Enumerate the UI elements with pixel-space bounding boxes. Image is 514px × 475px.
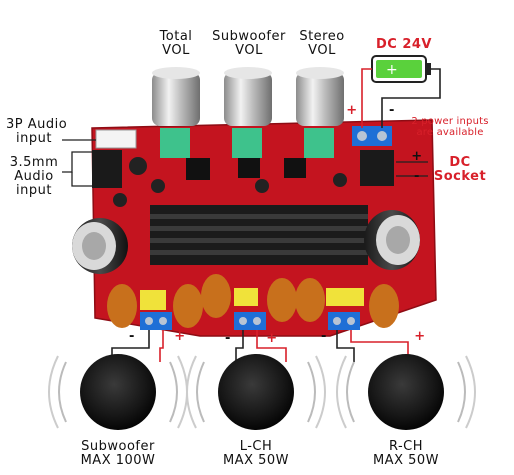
input-leads	[62, 139, 96, 187]
socket-plus-mark: +	[411, 149, 423, 164]
pot-base	[304, 128, 334, 158]
ic-chip	[284, 158, 306, 178]
power-wires	[361, 68, 441, 128]
knob-stereo[interactable]	[296, 67, 344, 126]
output-components	[107, 274, 399, 328]
capacitor-left	[72, 218, 128, 274]
capacitor-right	[364, 210, 420, 270]
speaker-terminal-right	[328, 312, 360, 330]
right-plus-mark: +	[414, 329, 426, 344]
power-plus-mark: +	[346, 103, 358, 118]
dc-socket-leads	[396, 161, 428, 177]
socket-minus-mark: -	[414, 169, 420, 184]
speaker-subwoofer	[48, 354, 188, 430]
dc-24v-label: DC 24V	[375, 37, 432, 52]
ic-chip	[186, 158, 210, 180]
3p-audio-connector	[95, 129, 137, 149]
speaker-terminal-left	[234, 312, 266, 330]
dc-socket	[360, 150, 394, 186]
speaker-left	[186, 354, 326, 430]
3-5mm-jack	[92, 150, 122, 188]
battery-icon: +	[371, 55, 431, 83]
ic-chip	[238, 158, 260, 178]
left-minus-mark: -	[225, 331, 231, 346]
speaker-right	[336, 354, 476, 430]
right-minus-mark: -	[321, 329, 327, 344]
heatsink	[150, 205, 368, 265]
sub-minus-mark: -	[129, 329, 135, 344]
knob-subwoofer[interactable]	[224, 67, 272, 126]
knob-total[interactable]	[152, 67, 200, 126]
sub-plus-mark: +	[174, 329, 186, 344]
pot-base	[160, 128, 190, 158]
pot-base	[232, 128, 262, 158]
left-plus-mark: +	[266, 331, 278, 346]
power-minus-mark: -	[389, 103, 395, 118]
svg-text:+: +	[386, 62, 398, 78]
speaker-terminal-sub	[140, 312, 172, 330]
